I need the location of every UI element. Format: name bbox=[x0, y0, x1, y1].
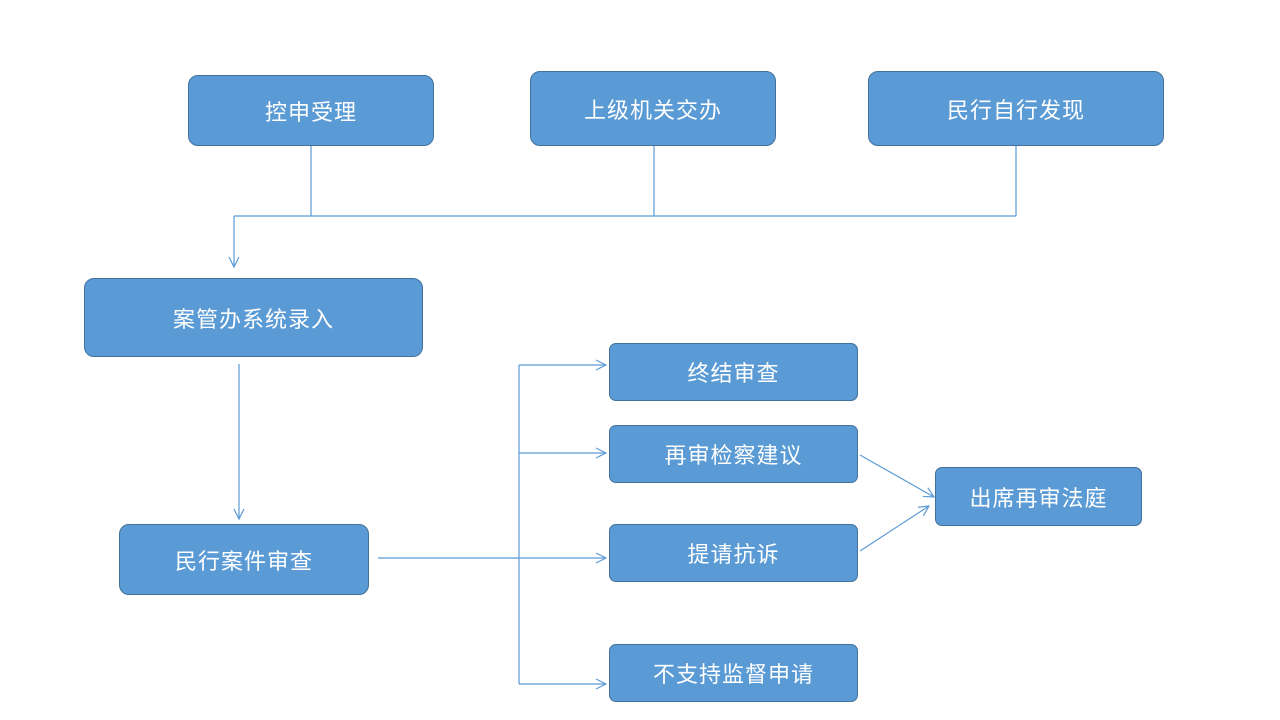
node-protest-label: 提请抗诉 bbox=[687, 543, 780, 568]
node-protest: 提请抗诉 bbox=[609, 524, 858, 582]
node-court: 出席再审法庭 bbox=[935, 467, 1142, 526]
node-accept: 控申受理 bbox=[188, 75, 434, 146]
node-court-label: 出席再审法庭 bbox=[969, 486, 1108, 512]
arrow-protest-to-court bbox=[859, 506, 929, 552]
node-review-label: 民行案件审查 bbox=[174, 549, 313, 575]
node-reject-label: 不支持监督申请 bbox=[652, 663, 814, 688]
node-register-label: 案管办系统录入 bbox=[172, 307, 334, 333]
node-terminate: 终结审查 bbox=[609, 343, 858, 401]
node-reject: 不支持监督申请 bbox=[609, 644, 858, 702]
node-retrial-advice-label: 再审检察建议 bbox=[664, 444, 803, 469]
node-assigned-label: 上级机关交办 bbox=[583, 98, 722, 124]
node-terminate-label: 终结审查 bbox=[687, 362, 780, 387]
node-self-found-label: 民行自行发现 bbox=[946, 98, 1085, 124]
node-accept-label: 控申受理 bbox=[264, 100, 357, 126]
node-assigned: 上级机关交办 bbox=[530, 71, 776, 146]
arrow-retrial-to-court bbox=[859, 454, 934, 497]
node-self-found: 民行自行发现 bbox=[868, 71, 1164, 146]
node-retrial-advice: 再审检察建议 bbox=[609, 425, 858, 483]
node-register: 案管办系统录入 bbox=[84, 278, 423, 357]
node-review: 民行案件审查 bbox=[119, 524, 369, 595]
